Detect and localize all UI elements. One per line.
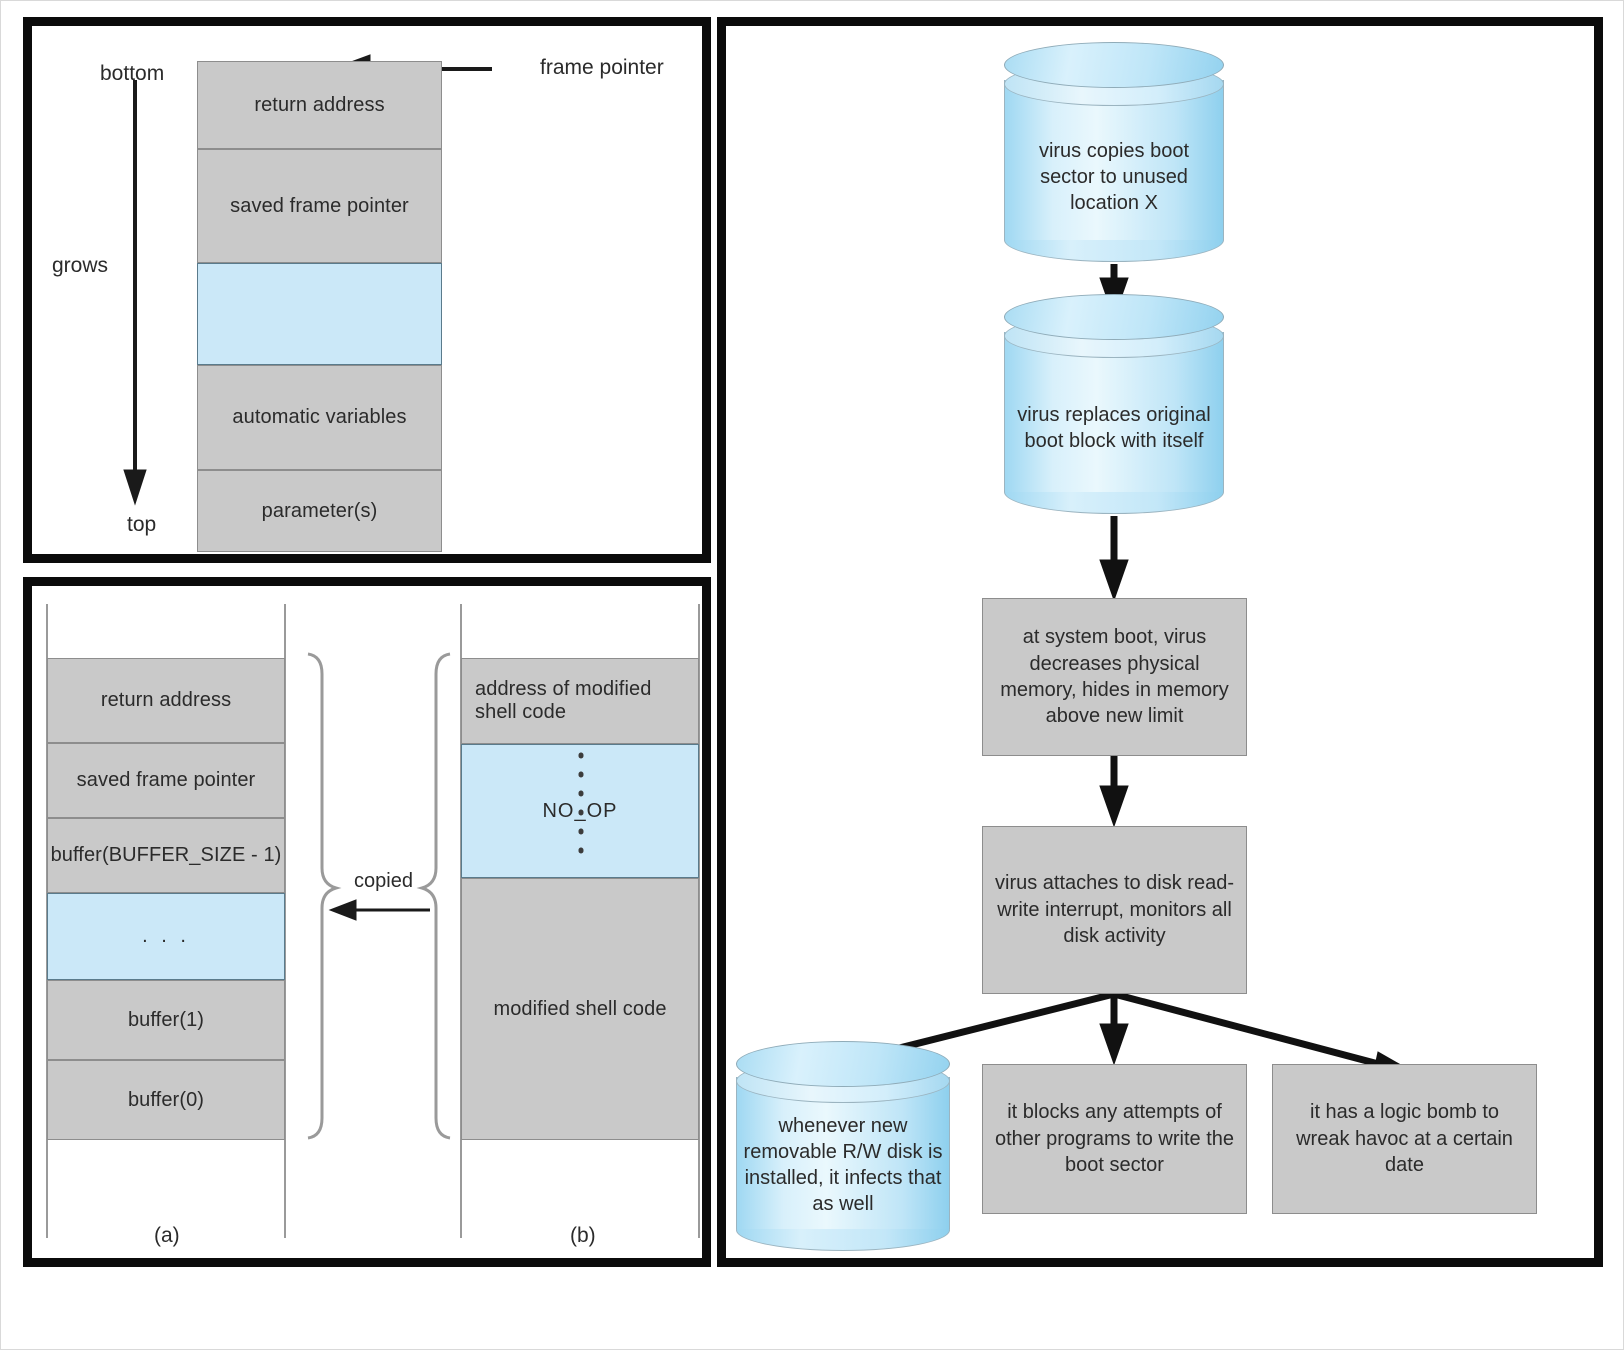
panel-boot-sector-virus: virus copies boot sector to unused locat… [717, 17, 1603, 1267]
overflow-a-cell-ellipsis: . . . [47, 893, 285, 980]
label-top: top [127, 513, 157, 536]
label-copied: copied [354, 870, 413, 892]
overflow-a-cell-buffer-top: buffer(BUFFER_SIZE - 1) [47, 818, 285, 893]
overflow-b-cell-modified-shell-code: modified shell code [461, 878, 699, 1140]
node-system-boot: at system boot, virus decreases physical… [982, 598, 1247, 756]
node-attach-interrupt: virus attaches to disk read-write interr… [982, 826, 1247, 994]
node-copy-boot-sector: virus copies boot sector to unused locat… [1004, 42, 1224, 264]
node-infect-removable-label: whenever new removable R/W disk is insta… [743, 1115, 943, 1215]
copied-braces-and-arrow [307, 652, 451, 1140]
overflow-a-cell-buffer-0: buffer(0) [47, 1060, 285, 1140]
label-frame-pointer: frame pointer [540, 56, 664, 79]
node-logic-bomb-label: it has a logic bomb to wreak havoc at a … [1296, 1101, 1513, 1177]
stack-cell-return-address: return address [197, 61, 442, 149]
overflow-a-cell-buffer-1: buffer(1) [47, 980, 285, 1060]
label-grows: grows [52, 254, 109, 277]
stack-cell-parameters: parameter(s) [197, 470, 442, 552]
cylinder-body [1004, 80, 1224, 240]
cylinder-body [1004, 332, 1224, 492]
cylinder-top-cap [736, 1041, 950, 1087]
overflow-b-cell-shellcode-address: address of modified shell code [461, 658, 699, 744]
rail-b-right [698, 604, 700, 1238]
overflow-a-cell-saved-frame-pointer: saved frame pointer [47, 743, 285, 818]
node-infect-removable: whenever new removable R/W disk is insta… [736, 1041, 950, 1253]
label-bottom: bottom [100, 62, 165, 85]
node-copy-boot-sector-label: virus copies boot sector to unused locat… [1038, 140, 1190, 214]
node-replace-boot-block: virus replaces original boot block with … [1004, 294, 1224, 516]
overflow-b-cell-noop: NO_OP [461, 744, 699, 878]
cylinder-top-cap [1004, 42, 1224, 88]
panel-stack-frame: bottom grows top frame pointer return ad… [23, 17, 711, 563]
node-block-writes-label: it blocks any attempts of other programs… [995, 1101, 1234, 1177]
caption-a: (a) [154, 1224, 180, 1247]
stack-cell-buffer-region [197, 263, 442, 365]
caption-b: (b) [570, 1224, 596, 1247]
rail-a-right [284, 604, 286, 1238]
node-logic-bomb: it has a logic bomb to wreak havoc at a … [1272, 1064, 1537, 1214]
node-replace-boot-block-label: virus replaces original boot block with … [1017, 404, 1211, 452]
panel-buffer-overflow: return address saved frame pointer buffe… [23, 577, 711, 1267]
node-attach-interrupt-label: virus attaches to disk read-write interr… [995, 872, 1234, 948]
cylinder-top-cap [1004, 294, 1224, 340]
stack-cell-automatic-variables: automatic variables [197, 365, 442, 470]
stack-cell-saved-frame-pointer: saved frame pointer [197, 149, 442, 263]
node-block-writes: it blocks any attempts of other programs… [982, 1064, 1247, 1214]
overflow-a-cell-return-address: return address [47, 658, 285, 743]
node-system-boot-label: at system boot, virus decreases physical… [1000, 626, 1229, 728]
